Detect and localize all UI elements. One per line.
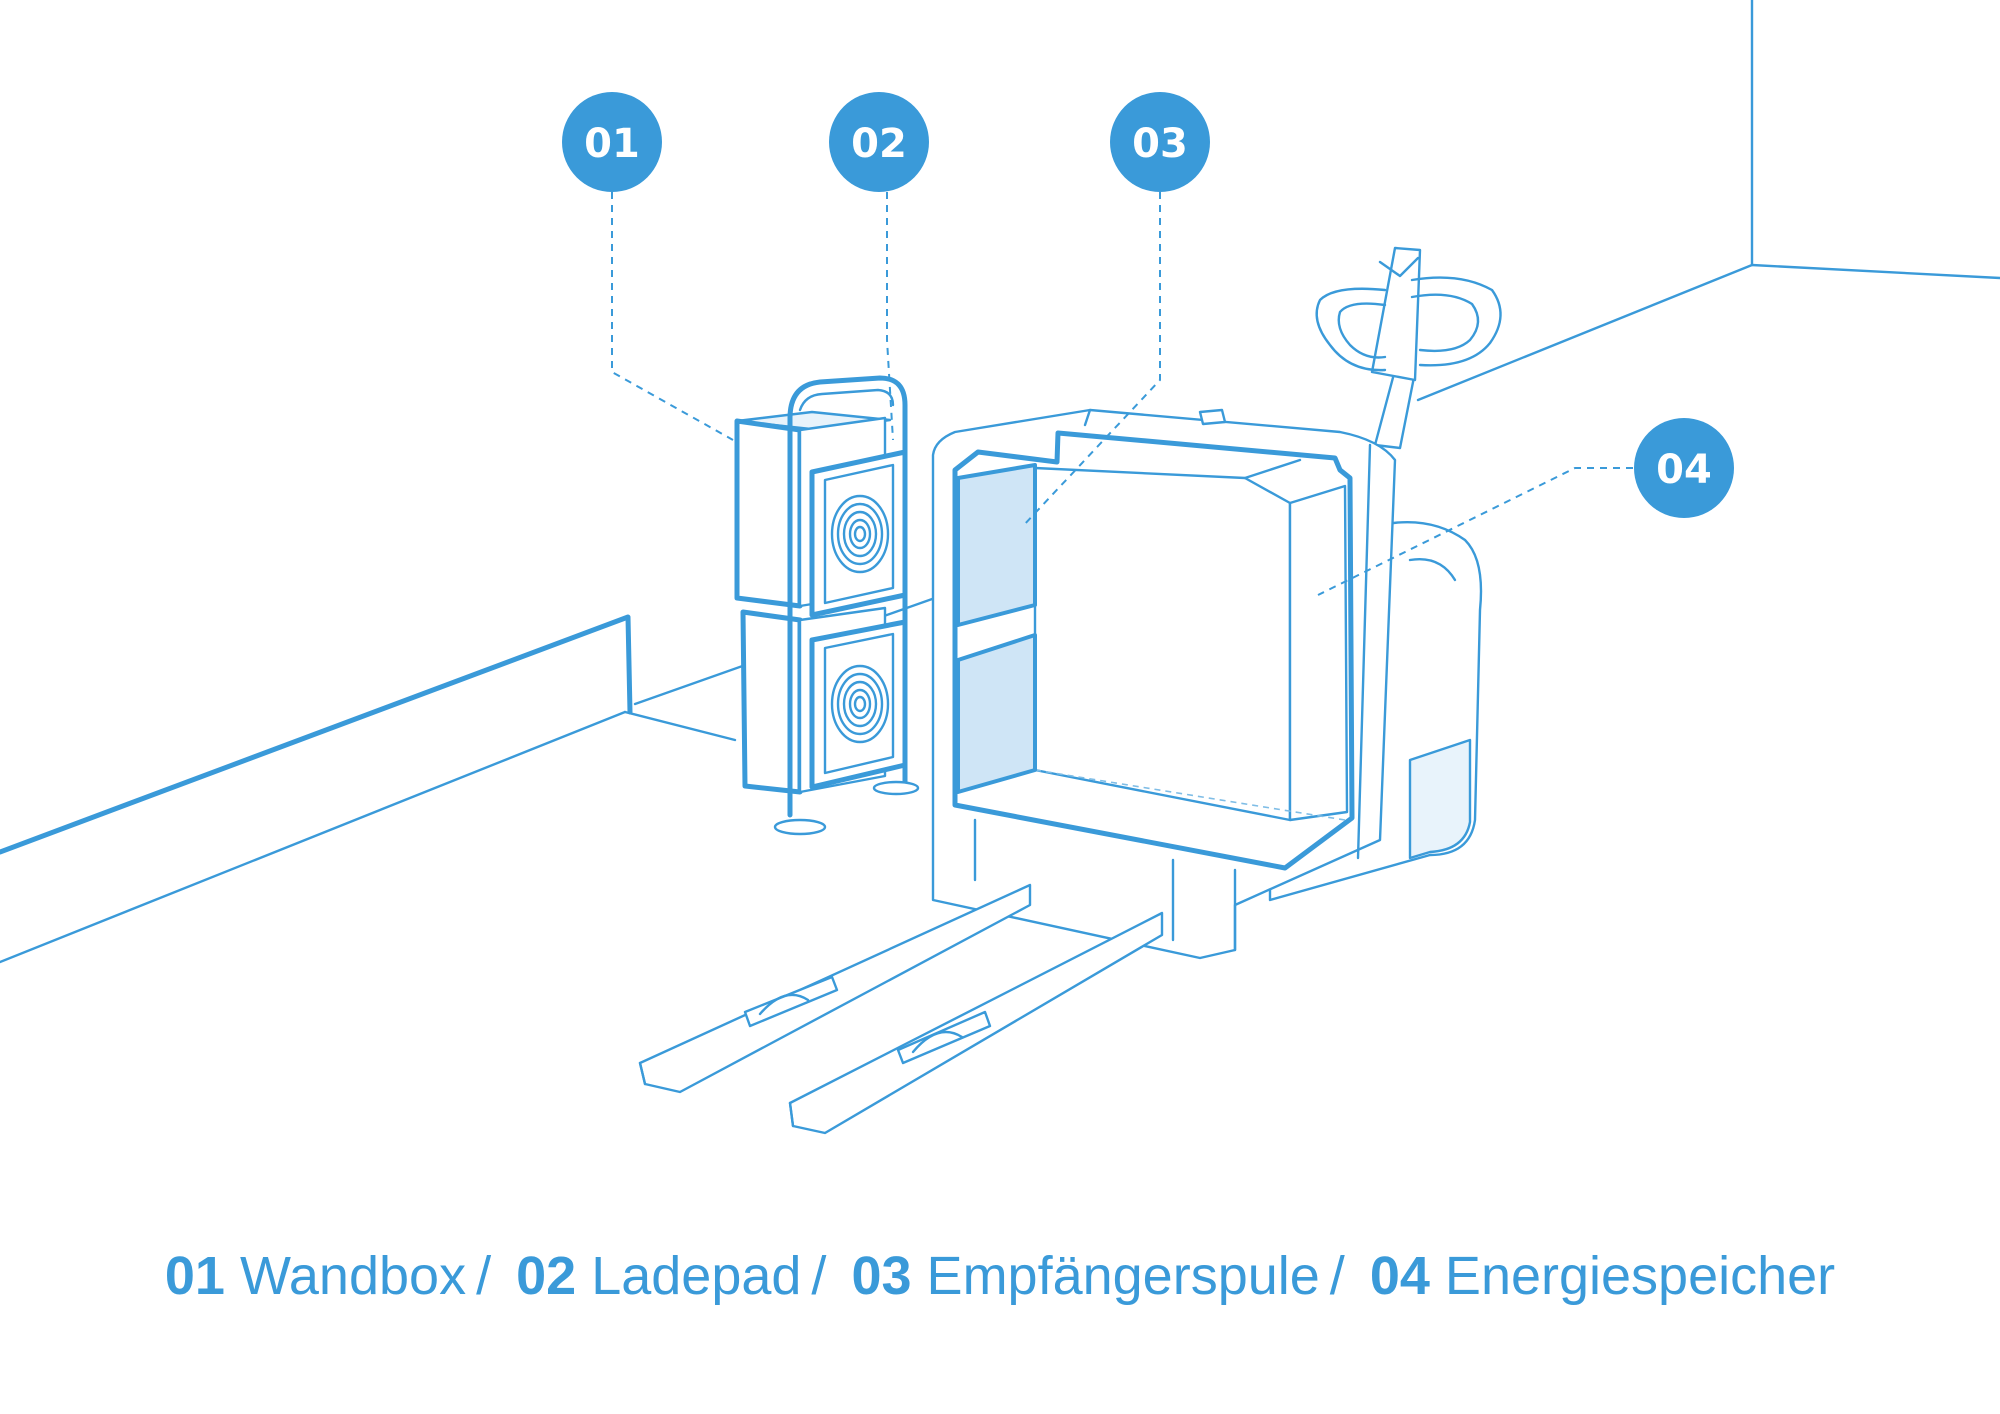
callout-marker-02: 02	[829, 92, 929, 192]
legend-separator: /	[1329, 1246, 1345, 1306]
wall-bumper	[0, 614, 633, 855]
callout-marker-03: 03	[1110, 92, 1210, 192]
coil-rings-upper	[830, 494, 890, 574]
legend-label: Wandbox	[239, 1246, 467, 1306]
legend-label: Ladepad	[591, 1246, 802, 1306]
charging-pad-upper	[809, 449, 908, 618]
pallet-truck	[638, 246, 1502, 1135]
coil-rings-lower	[830, 664, 890, 744]
legend-number: 02	[516, 1246, 577, 1306]
legend-number: 03	[851, 1246, 912, 1306]
callout-number-01: 01	[584, 121, 640, 167]
legend-separator: /	[476, 1246, 492, 1306]
legend-item-03: 03 Empfängerspule	[851, 1246, 1319, 1306]
legend-item-01: 01 Wandbox	[165, 1246, 466, 1306]
legend-label: Empfängerspule	[926, 1246, 1320, 1306]
leader-lines	[611, 192, 1633, 596]
tiller-handle	[1315, 246, 1502, 450]
legend-item-04: 04 Energiespeicher	[1370, 1246, 1835, 1306]
charging-pad-lower	[809, 619, 908, 790]
callout-marker-01: 01	[562, 92, 662, 192]
callout-marker-04: 04	[1634, 418, 1734, 518]
forks	[638, 883, 1164, 1135]
legend-separator: /	[811, 1246, 827, 1306]
legend-number: 01	[164, 1246, 225, 1306]
callout-number-03: 03	[1132, 121, 1188, 167]
callout-number-02: 02	[851, 121, 907, 167]
legend-label: Energiespeicher	[1444, 1246, 1836, 1306]
legend: 01 Wandbox/ 02 Ladepad/ 03 Empfängerspul…	[0, 1245, 2000, 1307]
legend-item-02: 02 Ladepad	[516, 1246, 801, 1306]
callout-number-04: 04	[1656, 447, 1712, 493]
charging-pad-stand	[773, 375, 920, 836]
legend-number: 04	[1369, 1246, 1430, 1306]
